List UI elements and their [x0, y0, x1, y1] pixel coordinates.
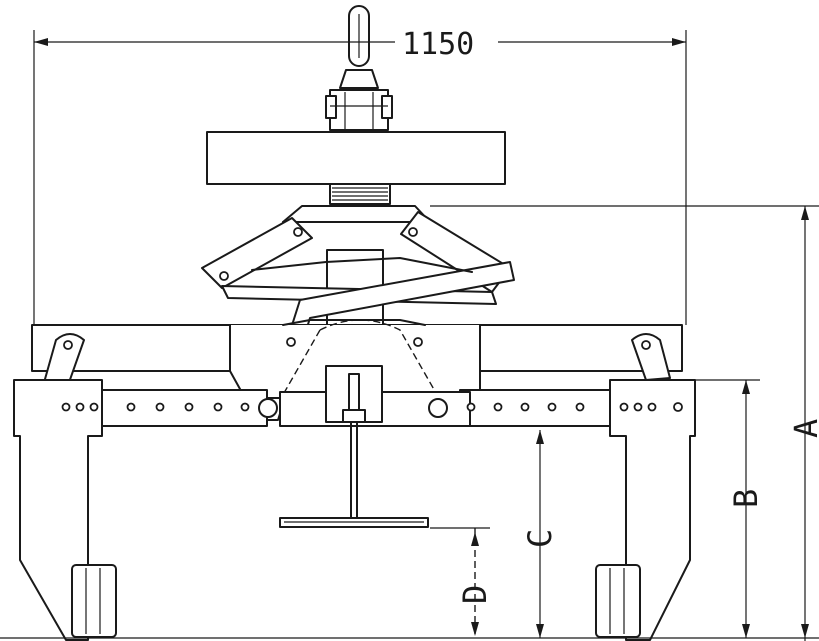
width-dimension-label: 1150 — [402, 27, 474, 62]
adjustment-holes — [126, 402, 585, 412]
lower-beam — [101, 365, 611, 427]
left-clamp-leg — [13, 379, 117, 641]
upper-housing — [206, 131, 506, 185]
dimension-d-label: D — [456, 585, 494, 604]
lifting-shackle — [325, 5, 393, 131]
dimension-c: C — [521, 430, 559, 638]
dimension-a-label: A — [787, 419, 819, 438]
scissor-links — [201, 211, 515, 421]
right-clamp-leg — [595, 379, 696, 641]
dimension-b-label: B — [727, 489, 765, 508]
scissor-head — [282, 205, 431, 223]
dimension-d: D — [430, 527, 494, 638]
width-dimension: 1150 — [33, 27, 687, 325]
dimension-c-label: C — [521, 529, 559, 548]
center-screw — [279, 373, 429, 528]
dimension-a: A — [430, 205, 819, 641]
dimension-b: B — [695, 379, 765, 638]
